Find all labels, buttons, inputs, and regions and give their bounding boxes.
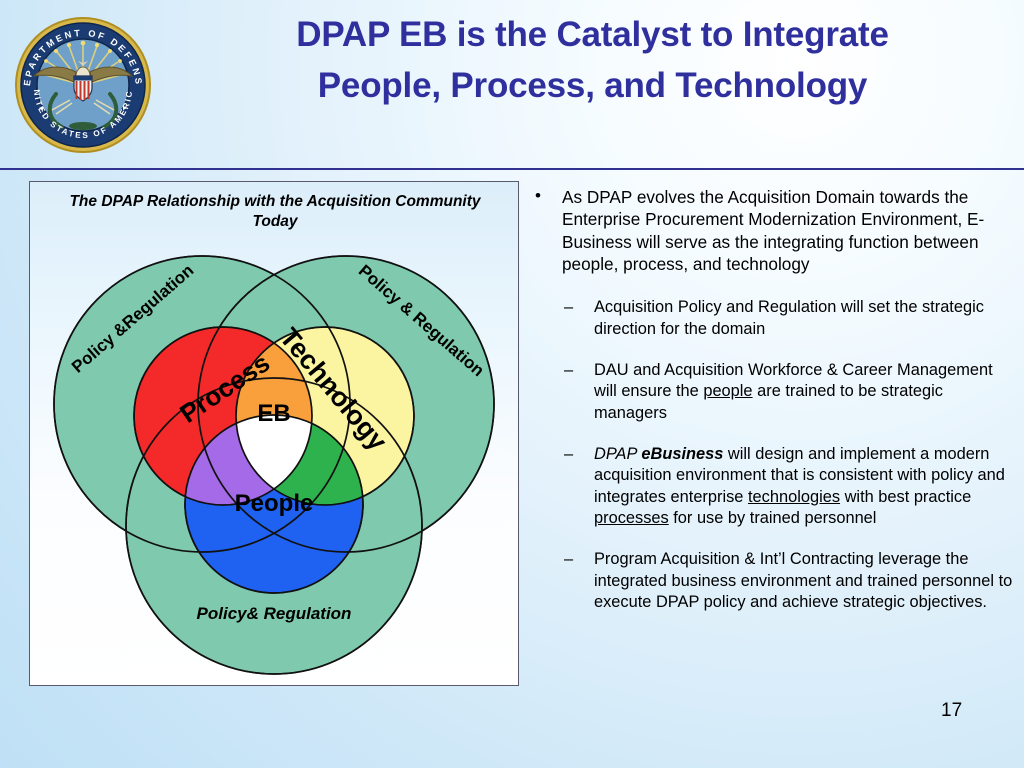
header-divider [0, 168, 1024, 170]
page-title-line-1: DPAP EB is the Catalyst to Integrate [296, 15, 889, 54]
diagram-title: The DPAP Relationship with the Acquisiti… [40, 192, 510, 233]
page-title: DPAP EB is the Catalyst to Integrate Peo… [175, 10, 1010, 112]
diagram-panel: The DPAP Relationship with the Acquisiti… [29, 181, 519, 686]
bullet-text: DPAP eBusiness will design and implement… [594, 445, 1005, 528]
diagram-title-line-1: The DPAP Relationship with the Acquisiti… [69, 193, 481, 210]
bullet-item: • As DPAP evolves the Acquisition Domain… [531, 186, 1017, 275]
venn-diagram: Policy &Regulation Policy & Regulation P… [30, 226, 518, 682]
bullet-marker: – [564, 298, 574, 317]
bullet-text: DAU and Acquisition Workforce & Career M… [594, 361, 993, 422]
bullet-item: – DAU and Acquisition Workforce & Career… [531, 360, 1017, 424]
bullet-text: As DPAP evolves the Acquisition Domain t… [562, 187, 985, 275]
dod-seal-icon: DEPARTMENT OF DEFENSE UNITED STATES OF A… [3, 6, 158, 156]
venn-label-eb: EB [257, 400, 291, 427]
bullet-marker: – [564, 445, 574, 464]
slide-header: DEPARTMENT OF DEFENSE UNITED STATES OF A… [0, 0, 1024, 168]
bullet-list: • As DPAP evolves the Acquisition Domain… [531, 186, 1017, 633]
bullet-marker: • [535, 186, 541, 205]
bullet-item: – Acquisition Policy and Regulation will… [531, 297, 1017, 340]
bullet-text: Program Acquisition & Int’l Contracting … [594, 550, 1013, 612]
bullet-item: – Program Acquisition & Int’l Contractin… [531, 549, 1017, 613]
bullet-marker: – [564, 550, 574, 569]
diagram-title-line-2: Today [252, 213, 298, 231]
page-title-line-2: People, Process, and Technology [317, 65, 868, 105]
bullet-text: Acquisition Policy and Regulation will s… [594, 298, 984, 338]
bullet-item: – DPAP eBusiness will design and impleme… [531, 444, 1017, 529]
venn-label-policy-bottom: Policy& Regulation [196, 604, 352, 623]
bullet-marker: – [564, 361, 574, 380]
page-number: 17 [941, 700, 963, 721]
venn-label-people: People [234, 490, 314, 517]
